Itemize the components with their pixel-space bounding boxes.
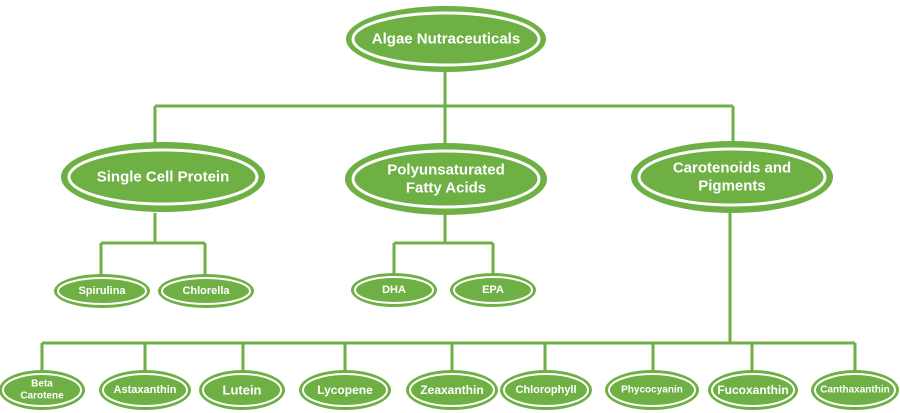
pigment-item-lutein-label: Lutein (223, 383, 262, 398)
pigment-item-astaxanthin-label: Astaxanthin (114, 384, 177, 396)
pigment-item-chlorophyll-shape (500, 370, 592, 410)
scp-item-spirulina: Spirulina (54, 274, 150, 308)
pigment-item-astaxanthin-ring (102, 373, 188, 407)
pigment-item-beta-carotene-label-line-2: Carotene (20, 391, 64, 402)
pufa-item-dha-shape (351, 273, 437, 307)
root-node-ring (351, 11, 541, 67)
root-node-label: Algae Nutraceuticals (372, 31, 520, 48)
pigment-item-canthaxanthin: Canthaxanthin (811, 370, 899, 410)
pufa-item-dha-ring (354, 276, 434, 304)
pigment-item-lutein-shape (199, 370, 285, 410)
root-node: Algae Nutraceuticals (346, 6, 546, 72)
pigment-item-lycopene: Lycopene (299, 370, 391, 410)
scp-item-chlorella: Chlorella (158, 274, 254, 308)
scp-item-spirulina-shape (54, 274, 150, 308)
category-carotenoids-pigments-label-line-2: Pigments (698, 178, 766, 195)
pigment-item-fucoxanthin-shape (708, 370, 798, 410)
pigment-item-canthaxanthin-label: Canthaxanthin (820, 385, 889, 396)
pigment-item-astaxanthin-shape (99, 370, 191, 410)
connector-lines (40, 62, 857, 372)
pigment-item-beta-carotene-label-line-1: Beta (31, 379, 53, 390)
category-carotenoids-pigments-label-line-1: Carotenoids and (673, 160, 791, 177)
category-carotenoids-pigments-shape (631, 141, 833, 213)
category-polyunsaturated-fatty-acids-label-line-2: Fatty Acids (406, 180, 486, 197)
category-polyunsaturated-fatty-acids-shape (345, 143, 547, 215)
category-polyunsaturated-fatty-acids-ring (351, 149, 541, 209)
pigment-item-phycocyanin-label: Phycocyanin (621, 385, 683, 396)
pigment-item-lycopene-label: Lycopene (317, 383, 373, 397)
pigment-item-zeaxanthin-shape (406, 370, 498, 410)
pigment-item-zeaxanthin-ring (409, 373, 495, 407)
category-single-cell-protein-ring (67, 148, 259, 206)
pigment-item-astaxanthin: Astaxanthin (99, 370, 191, 410)
category-single-cell-protein-shape (61, 142, 265, 212)
pigment-item-zeaxanthin-label: Zeaxanthin (420, 383, 483, 397)
pigment-item-zeaxanthin: Zeaxanthin (406, 370, 498, 410)
scp-item-chlorella-label: Chlorella (182, 285, 230, 297)
pigment-item-beta-carotene-ring (2, 373, 82, 407)
pigment-item-chlorophyll-ring (503, 373, 589, 407)
pigment-item-canthaxanthin-shape (811, 370, 899, 410)
category-carotenoids-pigments-ring (637, 147, 827, 207)
pigment-item-canthaxanthin-ring (814, 373, 896, 407)
scp-item-spirulina-ring (57, 277, 147, 305)
scp-item-chlorella-ring (161, 277, 251, 305)
scp-item-chlorella-shape (158, 274, 254, 308)
pigment-item-phycocyanin-ring (608, 373, 696, 407)
pigment-item-lycopene-ring (302, 373, 388, 407)
pufa-item-epa: EPA (450, 273, 536, 307)
scp-item-spirulina-label: Spirulina (78, 285, 126, 297)
pigment-item-chlorophyll: Chlorophyll (500, 370, 592, 410)
pigment-item-fucoxanthin: Fucoxanthin (708, 370, 798, 410)
pufa-item-dha: DHA (351, 273, 437, 307)
category-single-cell-protein-label: Single Cell Protein (97, 169, 230, 186)
pigment-item-lutein-ring (202, 373, 282, 407)
pigment-item-chlorophyll-label: Chlorophyll (515, 384, 576, 396)
pigment-item-beta-carotene-shape (0, 370, 85, 410)
pufa-item-dha-label: DHA (382, 284, 406, 296)
category-polyunsaturated-fatty-acids-label-line-1: Polyunsaturated (387, 162, 505, 179)
pigment-item-phycocyanin-shape (605, 370, 699, 410)
pigment-item-fucoxanthin-ring (711, 373, 795, 407)
pigment-item-phycocyanin: Phycocyanin (605, 370, 699, 410)
pigment-item-lutein: Lutein (199, 370, 285, 410)
pufa-item-epa-shape (450, 273, 536, 307)
pufa-item-epa-label: EPA (482, 284, 504, 296)
pigment-item-lycopene-shape (299, 370, 391, 410)
root-node-shape (346, 6, 546, 72)
pufa-item-epa-ring (453, 276, 533, 304)
category-single-cell-protein: Single Cell Protein (61, 142, 265, 212)
pigment-item-fucoxanthin-label: Fucoxanthin (717, 383, 788, 397)
